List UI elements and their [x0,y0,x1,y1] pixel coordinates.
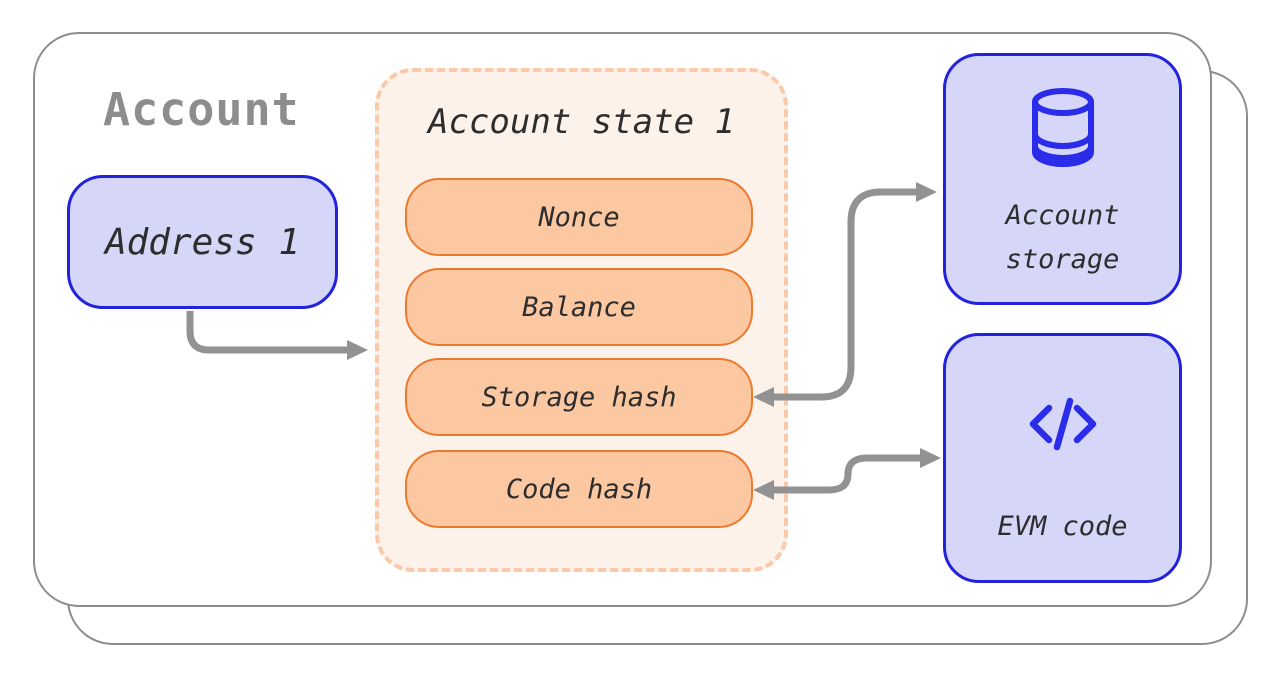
evm-code-label: EVM code [997,511,1128,542]
state-field-label: Code hash [505,473,653,505]
state-field-label: Storage hash [481,381,677,413]
account-state-node: Account state 1 Nonce Balance Storage ha… [375,68,788,572]
database-icon [1031,88,1094,168]
address-node: Address 1 [67,175,338,309]
code-icon [1029,397,1096,451]
account-storage-node: Account storage [943,53,1182,305]
state-field-label: Balance [522,291,636,323]
state-field-storage-hash: Storage hash [405,358,753,436]
state-field-nonce: Nonce [405,178,753,256]
state-field-label: Nonce [538,201,620,233]
account-card-title: Account [103,83,300,136]
account-storage-label: Account storage [1005,200,1120,275]
address-label: Address 1 [104,221,301,263]
evm-code-node: EVM code [943,333,1182,583]
state-field-code-hash: Code hash [405,450,753,528]
state-field-balance: Balance [405,268,753,346]
account-state-title: Account state 1 [427,102,736,142]
